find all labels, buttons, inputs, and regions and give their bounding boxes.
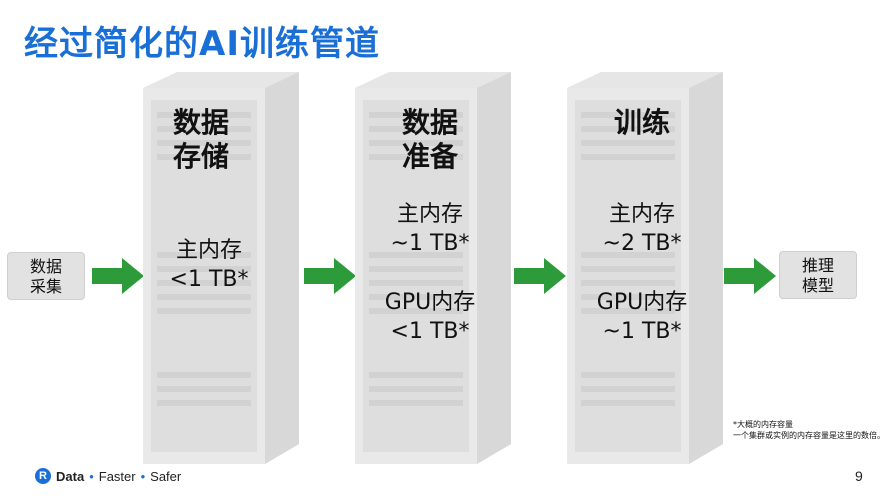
inference-model-label-line1: 推理	[801, 256, 834, 275]
data-collection-label-line1: 数据	[29, 257, 62, 276]
stage-heading: 训练	[613, 106, 670, 139]
server-rack-icon	[355, 72, 511, 464]
gpu-memory-value: ~1 TB*	[602, 319, 682, 344]
arrow-right-icon	[514, 258, 566, 294]
footnote-line1: *大概的内存容量	[733, 420, 793, 429]
main-memory-label: 主内存	[396, 202, 463, 227]
main-memory-label: 主内存	[608, 202, 675, 227]
server-rack-icon	[567, 72, 723, 464]
data-collection-box: 数据 采集	[7, 252, 85, 300]
stage-data-preparation: 数据 准备 主内存 ~1 TB* GPU内存 <1 TB*	[349, 72, 517, 464]
stage-heading-line1: 数据	[401, 106, 458, 139]
main-memory-value: <1 TB*	[169, 267, 249, 292]
main-memory-label: 主内存	[175, 238, 242, 263]
main-memory-value: ~1 TB*	[390, 231, 470, 256]
bullet-icon: •	[89, 468, 94, 484]
arrow-right-icon	[724, 258, 776, 294]
slide-title: 经过简化的AI训练管道	[24, 24, 380, 64]
tagline-faster: Faster	[98, 468, 136, 484]
footnote-line2: 一个集群或实例的内存容量是这里的数倍。	[733, 431, 885, 440]
gpu-memory-value: <1 TB*	[390, 319, 470, 344]
inference-model-box: 推理 模型	[779, 251, 857, 299]
bullet-icon: •	[140, 468, 146, 484]
tagline-safer: Safer	[150, 468, 182, 484]
arrow-right-icon	[304, 258, 356, 294]
inference-model-label-line2: 模型	[801, 276, 834, 295]
arrow-right-icon	[92, 258, 144, 294]
data-collection-label-line2: 采集	[29, 277, 62, 296]
stage-heading-line2: 准备	[401, 140, 458, 173]
stage-heading-line2: 存储	[172, 140, 229, 173]
stage-training: 训练 主内存 ~2 TB* GPU内存 ~1 TB*	[561, 72, 729, 464]
gpu-memory-label: GPU内存	[384, 290, 476, 315]
footnote: *大概的内存容量 一个集群或实例的内存容量是这里的数倍。	[733, 419, 888, 441]
page-number: 9	[855, 468, 863, 484]
gpu-memory-label: GPU内存	[596, 290, 688, 315]
stage-heading-line1: 数据	[172, 106, 229, 139]
company-logo: R Data • Faster • Safer	[35, 468, 181, 484]
stage-data-storage: 数据 存储 主内存 <1 TB*	[137, 72, 305, 464]
logo-badge-icon: R	[35, 468, 51, 484]
logo-word: Data	[56, 468, 85, 484]
main-memory-value: ~2 TB*	[602, 231, 682, 256]
server-rack-icon	[143, 72, 299, 464]
